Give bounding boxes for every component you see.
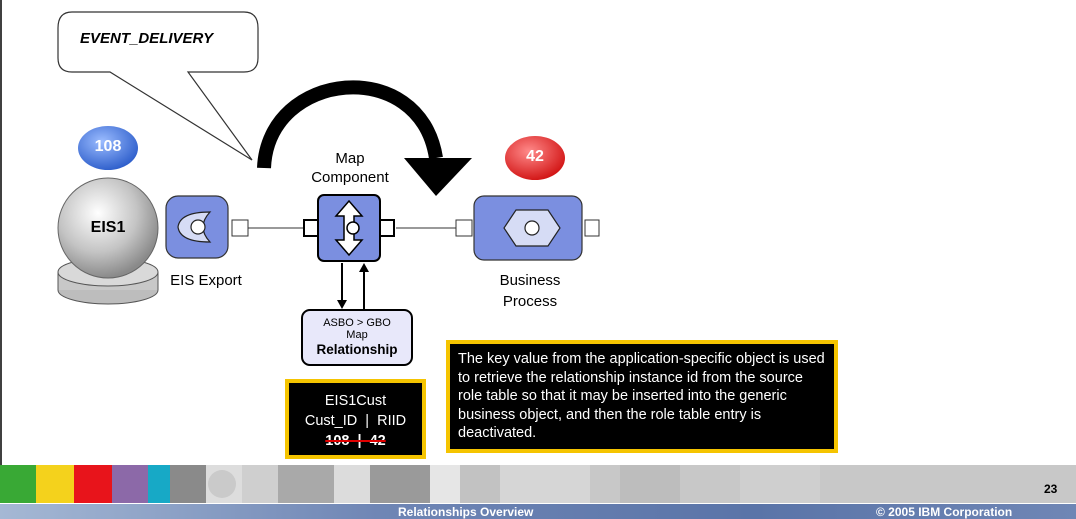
role-table-title: EIS1Cust <box>324 393 387 409</box>
explanation-note: The key value from the application-speci… <box>446 340 838 453</box>
eis-sphere <box>57 177 159 279</box>
curved-arrow-head <box>404 158 472 196</box>
curved-flow-arrow <box>257 80 443 169</box>
page-number: 23 <box>1044 482 1058 496</box>
badge-42 <box>505 136 565 180</box>
badge-right-value: 42 <box>526 148 544 165</box>
eis-label: EIS1 <box>90 219 126 236</box>
relationship-box <box>301 309 413 366</box>
badge-108 <box>78 126 138 170</box>
relationship-line-2: Map <box>346 329 368 341</box>
footer-image-strip <box>0 465 1076 503</box>
relationship-label: ASBO > GBO Map Relationship <box>302 317 412 358</box>
role-table-header: Cust_ID | RIID <box>304 413 407 429</box>
map-component-label-2: Component <box>311 169 389 186</box>
footer-title: Relationships Overview <box>398 505 534 519</box>
badge-left-value: 108 <box>94 138 122 155</box>
speech-callout <box>57 11 259 161</box>
business-process-label-1: Business <box>499 272 561 289</box>
business-process-label-2: Process <box>502 293 558 310</box>
footer-copyright: © 2005 IBM Corporation <box>876 505 1013 519</box>
eis-export-label: EIS Export <box>170 272 242 289</box>
role-table-row: 108 | 42 <box>325 433 386 449</box>
map-component-label-1: Map <box>335 150 365 167</box>
relationship-line-3: Relationship <box>316 342 398 357</box>
explanation-text: The key value from the application-speci… <box>458 351 825 442</box>
footer-bar <box>0 504 1076 519</box>
relationship-line-1: ASBO > GBO <box>323 317 391 329</box>
callout-label: EVENT_DELIVERY <box>80 30 214 47</box>
role-table: EIS1Cust Cust_ID | RIID 108 | 42 <box>285 379 426 459</box>
